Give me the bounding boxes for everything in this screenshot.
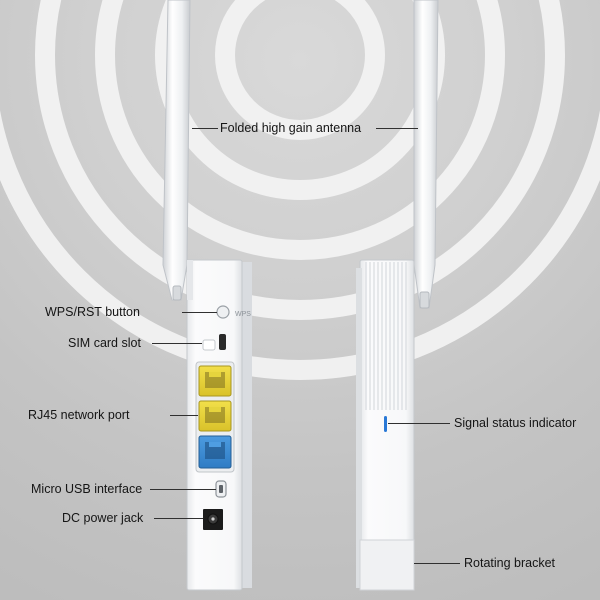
rotating-bracket (359, 539, 415, 591)
usb-label: Micro USB interface (31, 482, 143, 496)
sim-leader (152, 343, 202, 344)
signal-led (384, 416, 387, 432)
usb-leader (150, 489, 216, 490)
antenna-leader-left (192, 128, 218, 129)
bracket-leader (414, 563, 460, 564)
rj45-label: RJ45 network port (28, 408, 130, 422)
dc-label: DC power jack (62, 511, 144, 525)
left-antenna (162, 0, 191, 301)
right-antenna (413, 0, 439, 309)
right-antenna-hinge (419, 291, 430, 309)
sim-label: SIM card slot (68, 336, 141, 350)
bracket-label: Rotating bracket (464, 556, 556, 570)
sim-tray-icon (202, 339, 216, 351)
left-body-edge (240, 262, 252, 588)
router-side-view: WPS (162, 0, 252, 591)
ring-5 (0, 0, 600, 380)
antenna-leader-right (376, 128, 418, 129)
left-antenna-hinge (172, 285, 182, 301)
antenna-label: Folded high gain antenna (220, 121, 362, 135)
dc-leader (154, 518, 203, 519)
svg-text:WPS: WPS (235, 311, 251, 318)
usb-port-icon (215, 480, 227, 498)
ring-3 (95, 0, 505, 260)
signal-label: Signal status indicator (454, 416, 577, 430)
wps-leader (182, 312, 217, 313)
ring-1 (215, 0, 385, 140)
rj45-leader (170, 415, 198, 416)
vent-ribs (365, 262, 407, 410)
left-body-clip (187, 260, 193, 300)
wps-label: WPS/RST button (45, 305, 140, 319)
signal-leader (388, 423, 450, 424)
wps-icon: WPS (216, 305, 251, 319)
sim-slot (219, 334, 226, 350)
router-back-view (356, 0, 439, 591)
ring-4 (35, 0, 565, 320)
right-body-edge (356, 268, 362, 588)
